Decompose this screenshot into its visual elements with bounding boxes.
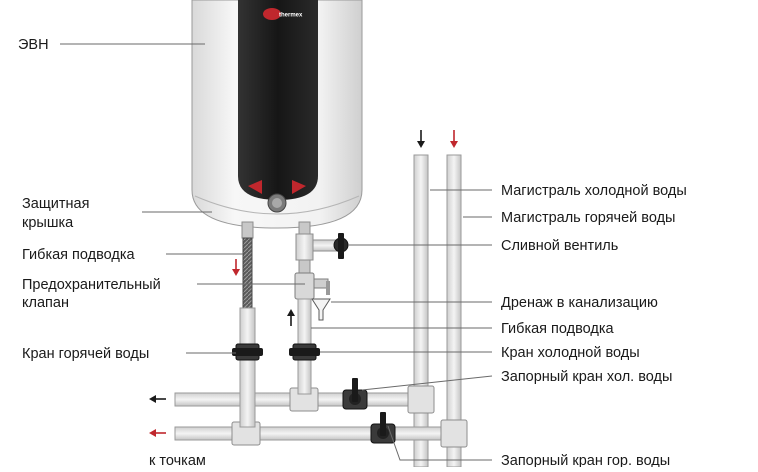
safety-valve (294, 272, 330, 300)
label-evn: ЭВН (18, 37, 49, 53)
brand-logo (263, 8, 281, 20)
water-heater-tank: thermex (191, 0, 363, 229)
cold-inlet-branch (287, 221, 349, 395)
cold-water-tap (289, 343, 320, 361)
label-to-points: к точкам (149, 453, 206, 467)
hot-branch-pipe (239, 307, 256, 428)
label-cold-main: Магистраль холодной воды (501, 183, 687, 199)
label-safety-valve-line2: клапан (22, 295, 69, 311)
hot-riser-tee (440, 419, 468, 448)
right-control-button (292, 180, 306, 194)
label-flex-supply-right: Гибкая подводка (501, 321, 615, 337)
hot-outlet-fitting (241, 221, 254, 239)
cold-water-main-pipe (413, 154, 429, 468)
down-arrow-icon (450, 130, 458, 148)
hot-water-tap (232, 343, 263, 361)
valve-handle-icon (380, 412, 386, 436)
label-safety-valve-line1: Предохранительный (22, 277, 161, 293)
hot-outlet-branch (232, 221, 263, 428)
cold-riser-tee (407, 385, 435, 414)
label-cold-shutoff: Запорный кран хол. воды (501, 369, 672, 385)
main-risers (413, 130, 462, 468)
label-hot-water-tap: Кран горячей воды (22, 346, 149, 362)
left-labels: ЭВН Защитная крышка Гибкая подводка Пред… (18, 37, 206, 469)
left-control-button (248, 180, 262, 194)
drain-valve-tee (295, 233, 314, 261)
hot-shutoff-valve (370, 412, 396, 444)
funnel-icon (311, 298, 331, 321)
down-arrow-icon (417, 130, 425, 148)
up-arrow-icon (287, 309, 295, 326)
leader-cold-shutoff (361, 375, 493, 391)
brand-text: thermex (279, 13, 303, 19)
valve-handle-icon (338, 233, 344, 259)
protective-cover-line (194, 195, 360, 215)
left-arrow-icon (149, 395, 166, 403)
cold-shutoff-valve (342, 378, 368, 410)
label-drain-valve: Сливной вентиль (501, 238, 618, 254)
label-hot-shutoff: Запорный кран гор. воды (501, 453, 670, 467)
drain-valve (312, 233, 349, 259)
thermostat-knob-center (272, 198, 282, 208)
safety-valve-nut (298, 259, 311, 275)
hot-distribution-pipe (174, 426, 456, 441)
left-arrow-icon (149, 429, 166, 437)
leader-lines (60, 43, 493, 461)
label-protective-cover-line1: Защитная (22, 196, 89, 212)
label-sewer-drain: Дренаж в канализацию (501, 295, 658, 311)
valve-handle-icon (289, 348, 320, 356)
label-flex-supply-left: Гибкая подводка (22, 247, 136, 263)
label-protective-cover-line2: крышка (22, 215, 74, 231)
label-hot-main: Магистраль горячей воды (501, 210, 675, 226)
hot-flexible-hose (242, 237, 253, 311)
valve-handle-icon (352, 378, 358, 402)
leader-hot-shutoff (387, 425, 492, 461)
label-cold-water-tap: Кран холодной воды (501, 345, 640, 361)
valve-handle-icon (232, 348, 263, 356)
tank-front-panel (238, 0, 318, 200)
down-arrow-icon (232, 259, 240, 276)
right-labels: Магистраль холодной воды Магистраль горя… (501, 183, 687, 469)
